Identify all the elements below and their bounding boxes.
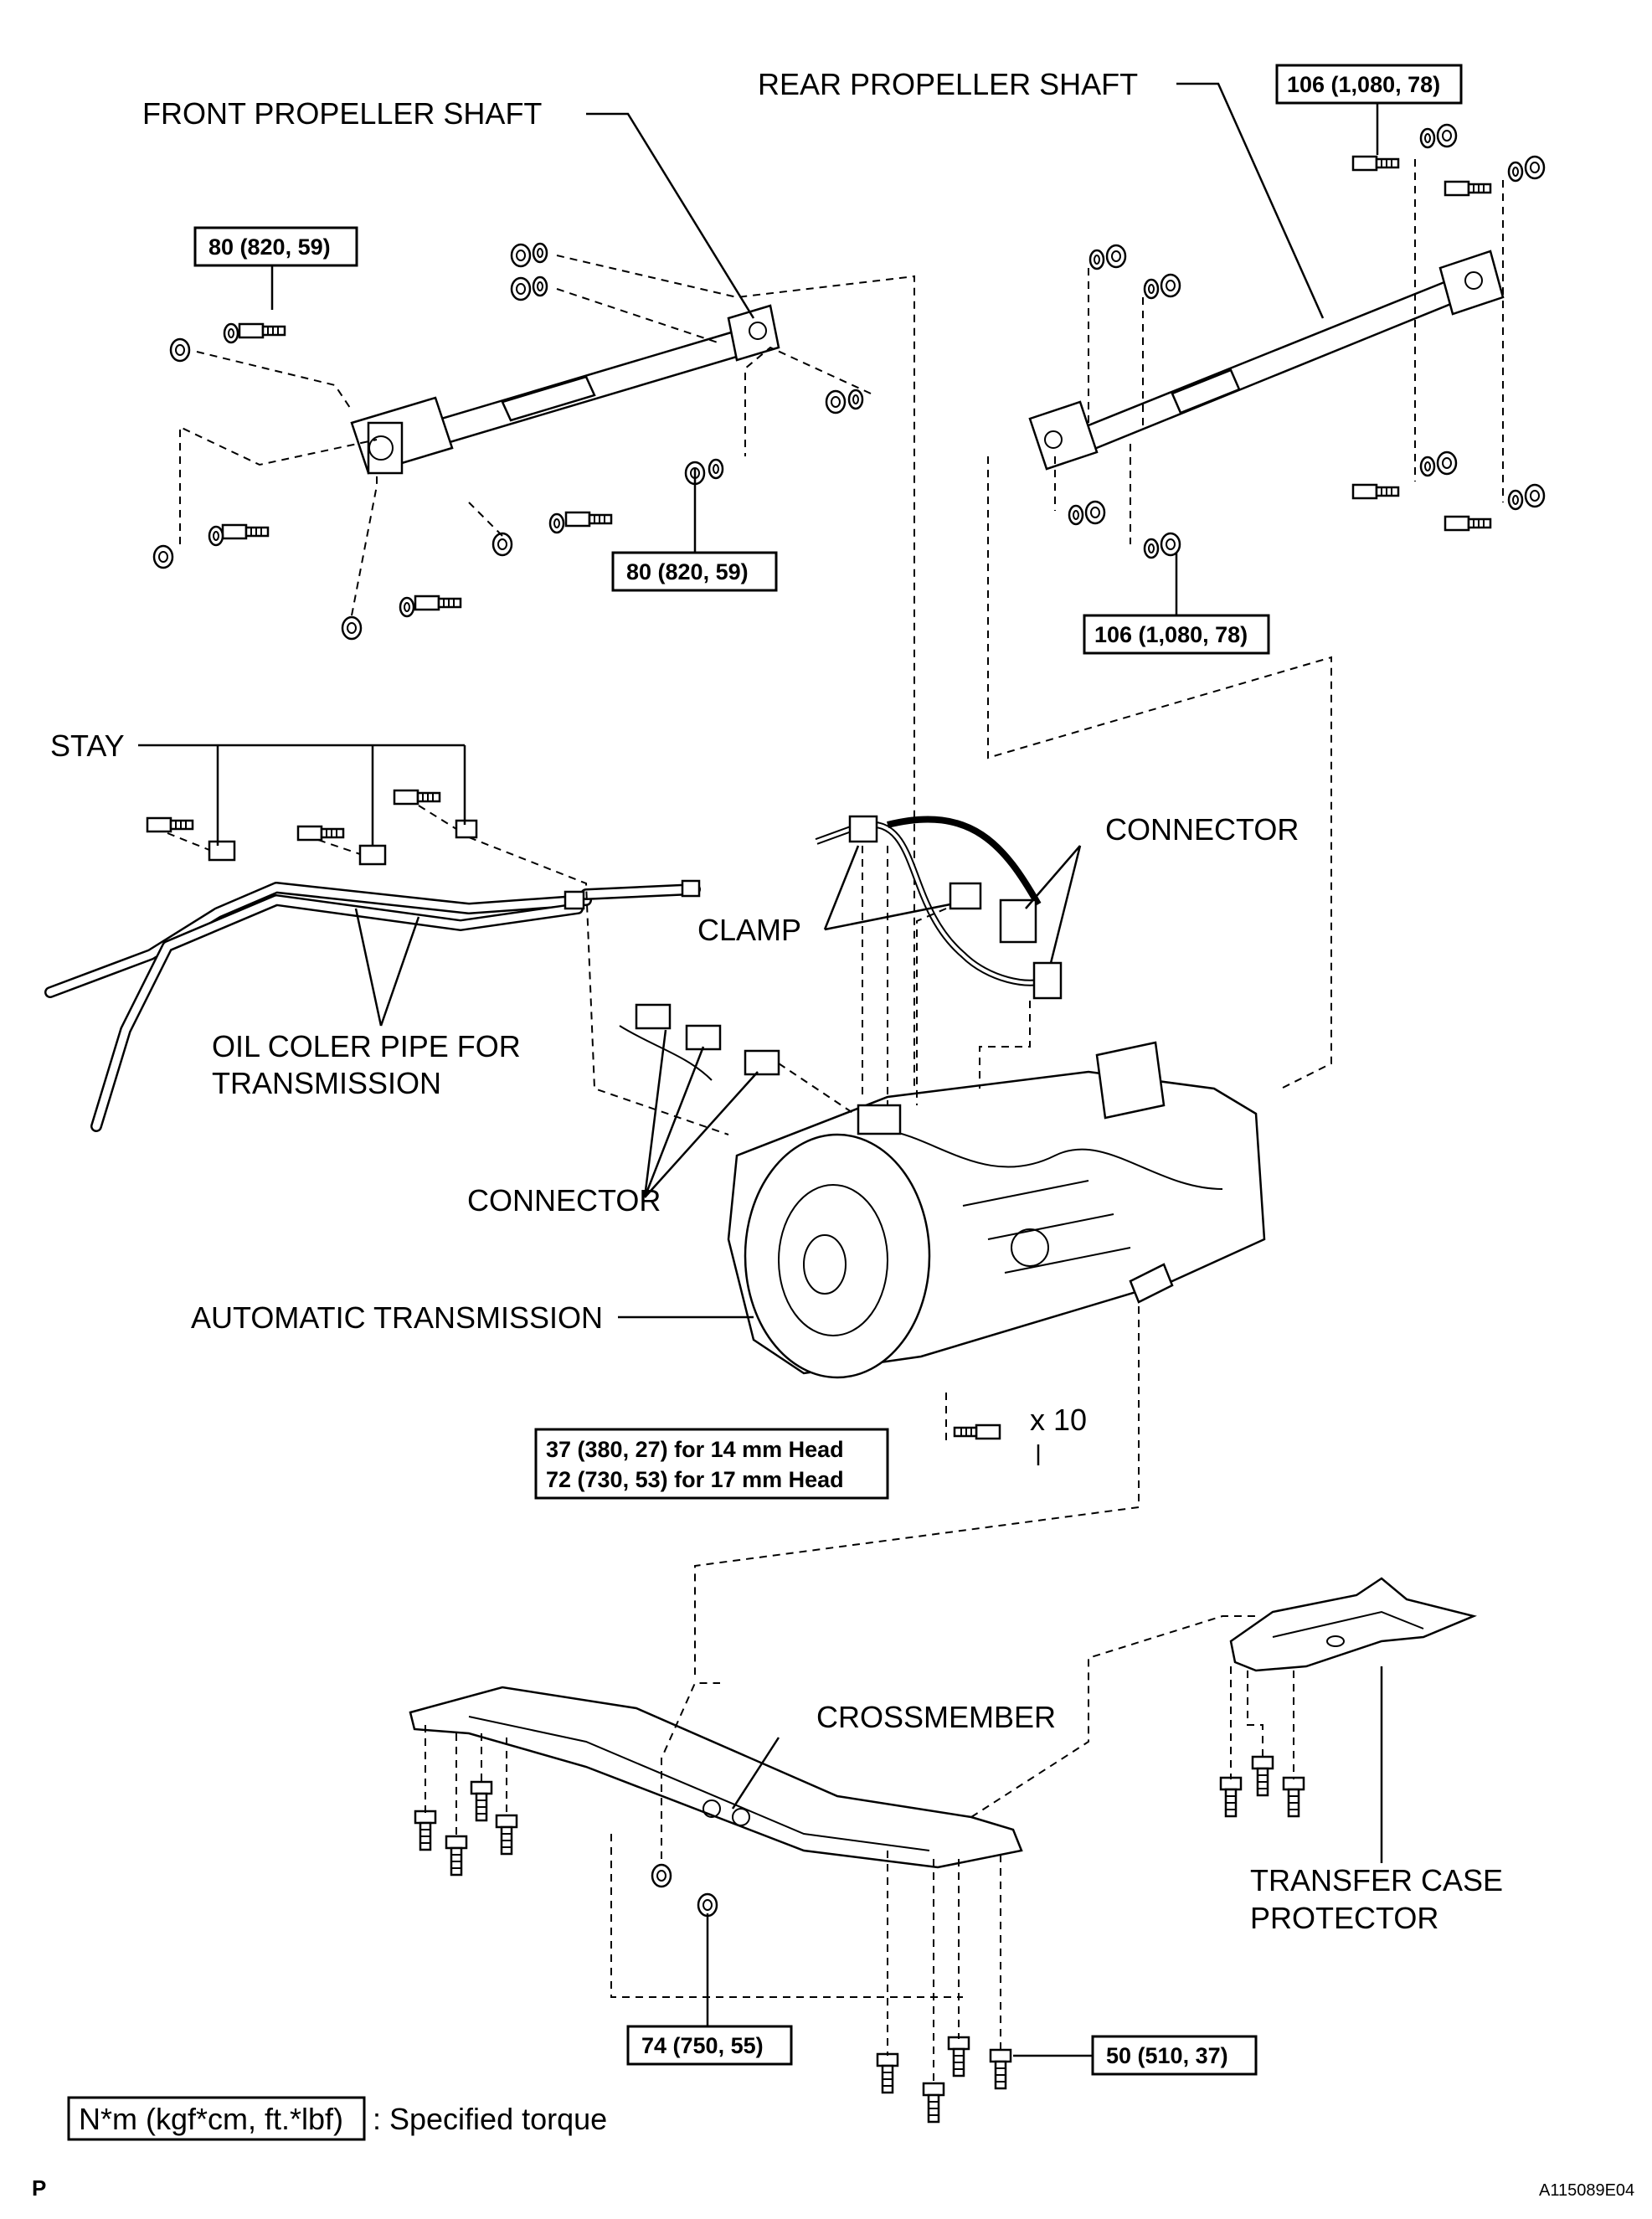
- torque-box-rear-shaft-top: 106 (1,080, 78): [1275, 64, 1463, 105]
- torque-legend: N*m (kgf*cm, ft.*lbf) : Specified torque: [67, 2096, 607, 2141]
- page-mark: P: [32, 2175, 46, 2201]
- oil-cooler-pipe: [44, 879, 701, 1132]
- torque-box-front-front-flange: 80 (820, 59): [611, 551, 778, 592]
- label-clamp: CLAMP: [697, 913, 801, 947]
- label-crossmember: CROSSMEMBER: [816, 1700, 1056, 1734]
- figure-code: A115089E04: [1539, 2181, 1634, 2200]
- torque-box-front-rear-flange: 80 (820, 59): [193, 226, 358, 267]
- torque-value: 50 (510, 37): [1106, 2043, 1228, 2068]
- oil-cooler-stays: [146, 789, 729, 1135]
- torque-value: 74 (750, 55): [641, 2033, 764, 2058]
- label-front-propeller-shaft: FRONT PROPELLER SHAFT: [142, 96, 542, 131]
- rear-propeller-shaft: [1028, 250, 1505, 471]
- front-shaft-rear-fasteners: [152, 322, 613, 641]
- torque-value: 106 (1,080, 78): [1287, 72, 1440, 97]
- transmission-mount-bolt: [694, 1306, 1140, 1675]
- label-connector-lower: CONNECTOR: [467, 1183, 661, 1218]
- legend-unit-box: N*m (kgf*cm, ft.*lbf): [79, 2102, 343, 2136]
- torque-box-transmission-bolts: 37 (380, 27) for 14 mm Head 72 (730, 53)…: [534, 1428, 889, 1500]
- torque-value-14mm: 37 (380, 27) for 14 mm Head: [546, 1437, 844, 1462]
- label-connector-upper: CONNECTOR: [1105, 812, 1299, 847]
- front-shaft-dashed-guides: [179, 255, 915, 1089]
- transfer-case-protector: [1219, 1577, 1477, 1818]
- label-oil-cooler-pipe-line2: TRANSMISSION: [212, 1066, 441, 1100]
- legend-description: : Specified torque: [373, 2102, 607, 2136]
- clamp-and-upper-connector: [815, 815, 1063, 1105]
- label-automatic-transmission: AUTOMATIC TRANSMISSION: [191, 1300, 603, 1335]
- torque-box-crossmember-right: 50 (510, 37): [1091, 2035, 1258, 2076]
- rear-shaft-dashed-guides: [987, 159, 1504, 1089]
- torque-value: 106 (1,080, 78): [1094, 622, 1248, 647]
- torque-value: 80 (820, 59): [626, 559, 749, 584]
- label-bolt-count: x 10: [1030, 1403, 1087, 1437]
- transmission-connectors: [619, 1003, 902, 1135]
- automatic-transmission: [727, 1041, 1266, 1379]
- label-rear-propeller-shaft: REAR PROPELLER SHAFT: [758, 67, 1138, 101]
- front-propeller-shaft: [350, 304, 780, 475]
- torque-value-17mm: 72 (730, 53) for 17 mm Head: [546, 1467, 844, 1492]
- label-oil-cooler-pipe-line1: OIL COLER PIPE FOR: [212, 1029, 521, 1063]
- torque-box-crossmember-center: 74 (750, 55): [626, 2025, 793, 2066]
- torque-box-rear-shaft-bottom: 106 (1,080, 78): [1083, 614, 1270, 655]
- label-transfer-case-protector-line2: PROTECTOR: [1250, 1901, 1438, 1935]
- label-stay: STAY: [50, 729, 125, 763]
- crossmember: [409, 1686, 1023, 1918]
- crossmember-bolts: [414, 1615, 1256, 2124]
- label-transfer-case-protector-line1: TRANSFER CASE: [1250, 1863, 1503, 1897]
- torque-value: 80 (820, 59): [208, 234, 331, 260]
